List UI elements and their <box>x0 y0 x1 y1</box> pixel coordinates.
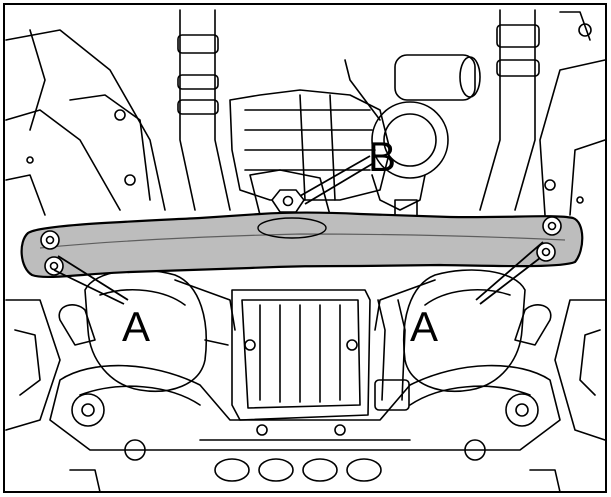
leader-lines <box>53 155 544 305</box>
center-bolt-icon <box>271 189 305 213</box>
callout-label-a-right: A <box>410 303 439 350</box>
callout-label-b: B <box>368 133 397 180</box>
crossmember-bolt-icon <box>40 216 562 276</box>
callout-label-a-left: A <box>122 303 151 350</box>
front-crossmember <box>20 211 584 279</box>
frame <box>3 3 607 493</box>
